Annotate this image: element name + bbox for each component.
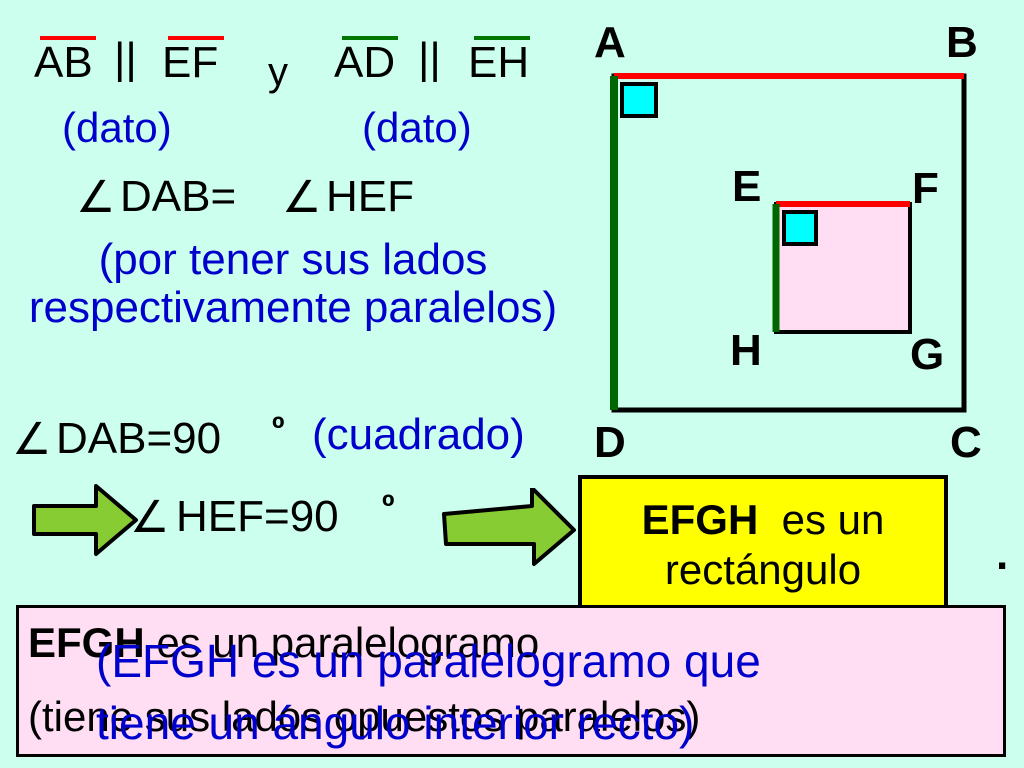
conclusion-rest-1: es un (781, 496, 885, 543)
vertex-label-e: E (732, 162, 762, 211)
parallelogram-rest: es un paralelogramo (156, 619, 540, 666)
equation-dab: DAB= (120, 172, 237, 221)
conclusion-bold: EFGH (641, 496, 759, 543)
segment-ef: EF (162, 38, 219, 87)
conclusion-text: EFGH es un rectángulo (582, 495, 944, 595)
overline-ab (40, 36, 96, 40)
reason-square: (cuadrado) (312, 410, 525, 459)
right-angle-marker-e (782, 210, 818, 246)
overlay-line-2: tiene un ángulo interior recto) (96, 697, 695, 749)
implication-arrow-icon (442, 488, 576, 566)
vertex-label-h: H (730, 326, 762, 375)
segment-ab: AB (34, 38, 93, 87)
given-label-1: (dato) (62, 104, 172, 151)
implication-arrow-icon (32, 484, 138, 556)
conclusion-rest-2: rectángulo (664, 546, 862, 593)
angle-icon: ∠ (282, 173, 322, 222)
vertex-label-g: G (910, 330, 945, 379)
vertex-label-d: D (594, 418, 626, 467)
trailing-dot: . (996, 530, 1009, 579)
overline-ad (342, 36, 398, 40)
angle-icon: ∠ (76, 173, 116, 222)
vertex-label-a: A (594, 18, 626, 67)
parallelogram-box (16, 605, 1006, 757)
overlay-line-1: (EFGH es un paralelogramo que (96, 635, 761, 687)
segment-ad: AD (334, 38, 396, 87)
squares-diagram (610, 73, 967, 413)
given-label-2: (dato) (362, 104, 472, 151)
parallelogram-reason: (tiene sus lados opuestos paralelos) (28, 693, 701, 740)
parallelogram-bold: EFGH (28, 619, 145, 666)
angle-icon: ∠ (130, 493, 170, 542)
parallel-symbol-1: || (114, 34, 137, 83)
parallelogram-statement: EFGH es un paralelogramo (28, 618, 539, 668)
equation-hef-90: HEF=90 (176, 492, 339, 541)
parallel-symbol-2: || (418, 34, 441, 83)
vertex-label-f: F (912, 164, 939, 213)
equation-dab-90: DAB=90 (56, 414, 222, 463)
conjunction-y: y (268, 50, 288, 94)
segment-eh: EH (468, 38, 530, 87)
equation-hef: HEF (326, 172, 414, 221)
degree-symbol: º (382, 488, 395, 526)
right-angle-marker-a (620, 82, 658, 118)
vertex-label-c: C (950, 418, 982, 467)
reason-parallel-sides: (por tener sus lados respectivamente par… (28, 235, 558, 332)
vertex-label-b: B (946, 18, 978, 67)
overline-eh (474, 36, 530, 40)
degree-symbol: º (272, 410, 285, 448)
angle-icon: ∠ (12, 415, 52, 464)
overline-ef (168, 36, 224, 40)
